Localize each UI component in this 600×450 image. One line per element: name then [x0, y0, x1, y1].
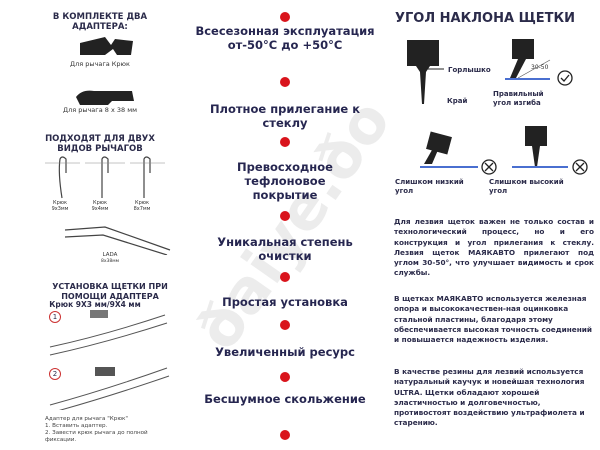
bullet-dot [280, 430, 290, 440]
feature-longer-life: Увеличенный ресурс [215, 345, 355, 359]
too-low-caption: Слишком низкий угол [395, 178, 464, 195]
bullet-dot [280, 320, 290, 330]
note-step-2: 2. Завести крюк рычага до полной фиксаци… [45, 430, 148, 443]
paragraph-support: В щетках МАЯКАВТО используется железная … [394, 294, 592, 345]
bullet-dot [280, 77, 290, 87]
install-diagram [49, 310, 170, 410]
hook-label-3: Крюк 8x7мм [133, 200, 151, 212]
bullet-dot [280, 211, 290, 221]
bullet-dot [280, 272, 290, 282]
kit-title: В КОМПЛЕКТЕ ДВА АДАПТЕРА: [52, 12, 148, 32]
step-2-badge: 2 [49, 368, 61, 380]
install-subtitle: Крюк 9Х3 мм/9Х4 мм [49, 300, 141, 309]
feature-cleaning: Уникальная степень очистки [217, 235, 353, 263]
feature-easy-install: Простая установка [222, 295, 348, 309]
angle-diagrams [407, 39, 588, 175]
too-high-caption: Слишком высокий угол [489, 178, 564, 195]
install-notes: Адаптер для рычага "Крюк" 1. Вставить ад… [45, 416, 175, 444]
feature-tight-fit: Плотное прилегание к стеклу [209, 102, 361, 130]
lada-label: LADA [102, 252, 118, 258]
angle-range-label: 30-50 [531, 64, 549, 71]
paragraph-angle: Для лезвия щеток важен не только состав … [394, 217, 594, 278]
feature-silent: Бесшумное скольжение [204, 392, 366, 406]
paragraph-rubber: В качестве резины для лезвий используетс… [394, 367, 585, 428]
bullet-dot [280, 372, 290, 382]
adapter1-caption: Для рычага Крюк [70, 60, 130, 68]
edge-label: Край [447, 97, 468, 105]
bullet-dot [280, 12, 290, 22]
lada-size: 8x38мм [100, 259, 120, 264]
note-title: Адаптер для рычага "Крюк" [45, 416, 128, 422]
feature-teflon: Превосходное тефлоновое покрытие [237, 160, 333, 202]
hook-adapter-image [80, 37, 133, 55]
bullet-dot [280, 137, 290, 147]
hook-arms-diagram [45, 156, 165, 199]
neck-label: Горлышко [448, 66, 491, 74]
hook-label-2: Крюк 9x4мм [91, 200, 109, 212]
angle-title: УГОЛ НАКЛОНА ЩЕТКИ [395, 11, 576, 26]
lada-arm-diagram [64, 226, 171, 255]
note-step-1: 1. Вставить адаптер. [45, 423, 108, 429]
lada-adapter-image [76, 90, 134, 105]
hook-label-1: Крюк 9x3мм [51, 200, 69, 212]
adapter2-caption: Для рычага 8 х 38 мм [62, 106, 137, 114]
fit-title: ПОДХОДЯТ ДЛЯ ДВУХ ВИДОВ РЫЧАГОВ [45, 134, 155, 154]
feature-all-season: Всесезонная эксплуатация от-50°C до +50°… [195, 24, 375, 52]
step-1-badge: 1 [49, 311, 61, 323]
correct-angle-caption: Правильный угол изгиба [493, 90, 544, 107]
install-title: УСТАНОВКА ЩЕТКИ ПРИ ПОМОЩИ АДАПТЕРА [52, 282, 168, 301]
